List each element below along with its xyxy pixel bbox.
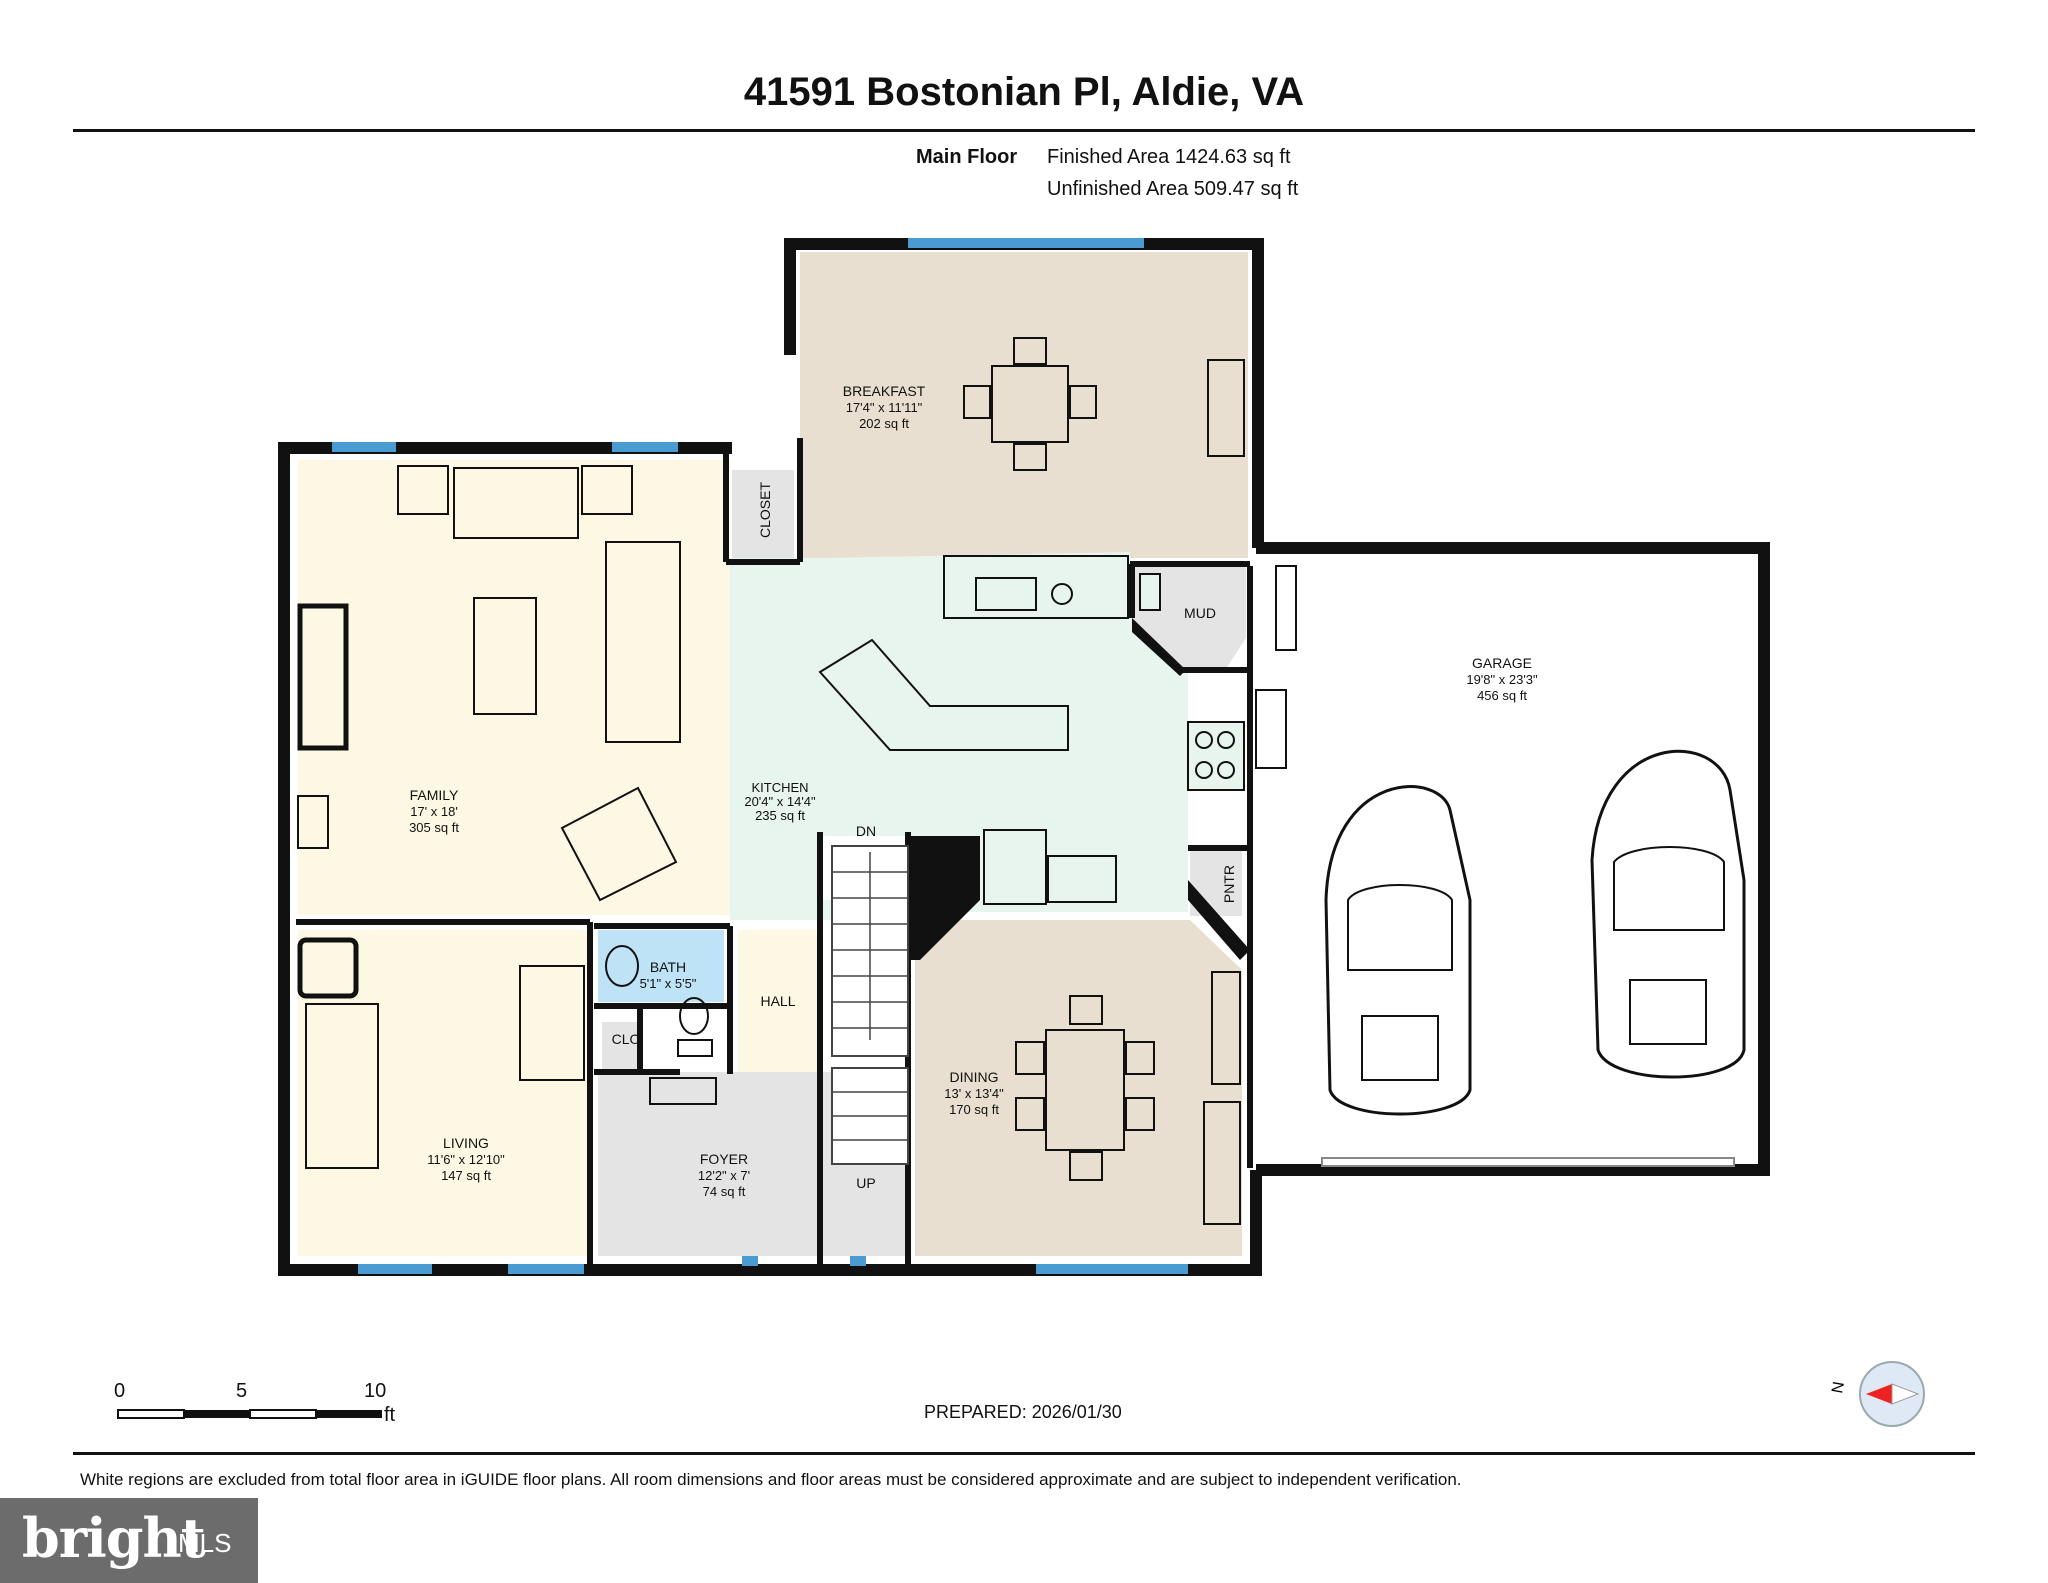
bright-mls-logo: bright MLS: [0, 1498, 258, 1583]
bath-dims: 5'1" x 5'5": [640, 976, 697, 991]
living-name: LIVING: [443, 1135, 489, 1151]
family-dims: 17' x 18': [410, 804, 458, 819]
foyer-name: FOYER: [700, 1151, 748, 1167]
scale-mark-10: 10: [364, 1380, 387, 1402]
garage-area: 456 sq ft: [1477, 688, 1527, 703]
kitchen-area: 235 sq ft: [755, 808, 805, 823]
compass-north-label: N: [1829, 1380, 1848, 1394]
breakfast-dims: 17'4" x 11'11": [846, 400, 923, 415]
mud-label: MUD: [1184, 605, 1216, 621]
dining-area: 170 sq ft: [949, 1102, 999, 1117]
unfinished-area: Unfinished Area 509.47 sq ft: [1047, 178, 1299, 200]
garage-name: GARAGE: [1472, 655, 1532, 671]
logo-wordmark: bright: [22, 1506, 206, 1570]
foyer-area: 74 sq ft: [703, 1184, 746, 1199]
page-title: 41591 Bostonian Pl, Aldie, VA: [743, 70, 1305, 114]
garage-dims: 19'8" x 23'3": [1466, 672, 1538, 687]
living-area: 147 sq ft: [441, 1168, 491, 1183]
top-divider: [73, 129, 1975, 132]
foyer-dims: 12'2" x 7': [698, 1168, 750, 1183]
logo-suffix: MLS: [178, 1528, 232, 1558]
pantry-label: PNTR: [1221, 865, 1237, 903]
family-area: 305 sq ft: [409, 820, 459, 835]
mud-floor: [1133, 566, 1246, 670]
clo-floor: [602, 1022, 638, 1070]
disclaimer-text: White regions are excluded from total fl…: [80, 1470, 1462, 1489]
kitchen-name: KITCHEN: [751, 780, 808, 795]
kitchen-dims: 20'4" x 14'4": [744, 794, 816, 809]
garage-door: [1321, 1157, 1735, 1167]
breakfast-area: 202 sq ft: [859, 416, 909, 431]
breakfast-name: BREAKFAST: [843, 383, 926, 399]
bath-name: BATH: [650, 959, 686, 975]
living-dims: 11'6" x 12'10": [427, 1152, 505, 1167]
bath-floor: [598, 930, 724, 1002]
stairs-down-label: DN: [856, 823, 876, 839]
family-name: FAMILY: [410, 787, 459, 803]
scale-mark-0: 0: [114, 1380, 126, 1402]
closet-floor: [732, 470, 794, 558]
scale-unit: ft: [384, 1404, 396, 1426]
hall-label: HALL: [760, 993, 795, 1009]
dining-name: DINING: [950, 1069, 999, 1085]
scale-mark-5: 5: [236, 1380, 248, 1402]
dining-dims: 13' x 13'4": [944, 1086, 1004, 1101]
hall-floor: [738, 930, 818, 1072]
stair-wall-block: [908, 836, 980, 960]
prepared-date: PREPARED: 2026/01/30: [924, 1402, 1122, 1422]
floor-label: Main Floor: [916, 146, 1018, 168]
mud-diagonal-wall: [1132, 618, 1186, 676]
closet-label: CLOSET: [757, 482, 773, 538]
finished-area: Finished Area 1424.63 sq ft: [1047, 146, 1291, 168]
compass-icon: [1859, 1361, 1925, 1427]
clo-label: CLO: [612, 1031, 641, 1047]
stairs-up-label: UP: [856, 1175, 875, 1191]
scale-bar: [117, 1409, 382, 1419]
bottom-divider: [73, 1452, 1975, 1455]
pntr-diagonal-wall: [1188, 880, 1250, 960]
